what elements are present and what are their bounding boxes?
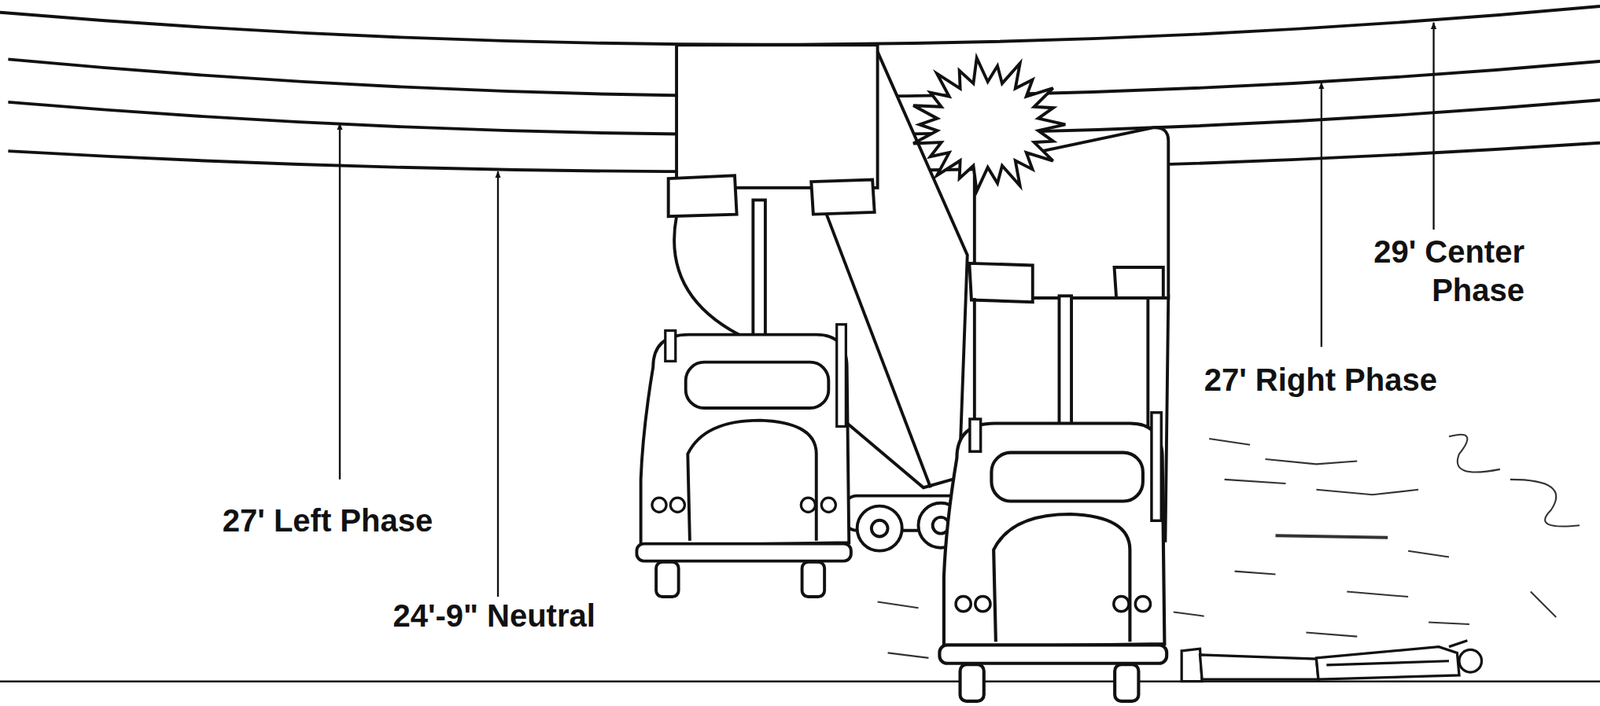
dimension-label: 24'-9" Neutral [392,597,595,636]
right-truck-cab [939,412,1167,702]
arc-flash [913,58,1066,192]
dimension-arrow [497,171,499,598]
dimension-label: 27' Right Phase [1204,361,1438,400]
left-truck-cab [636,324,851,598]
center-phase-wire [0,6,1600,45]
dimension-arrow [339,123,341,480]
dimension-label: 27' Left Phase [222,501,433,541]
arc-flash-layer [913,58,1066,192]
dimension-label: 29' Center Phase [1315,232,1525,310]
dimension-arrows [339,22,1435,598]
ground-line [0,680,1600,683]
victim-figure [1181,641,1482,683]
dimension-arrow [1432,22,1435,230]
dimension-arrow [1320,82,1323,347]
ground-scribbles [877,435,1580,659]
